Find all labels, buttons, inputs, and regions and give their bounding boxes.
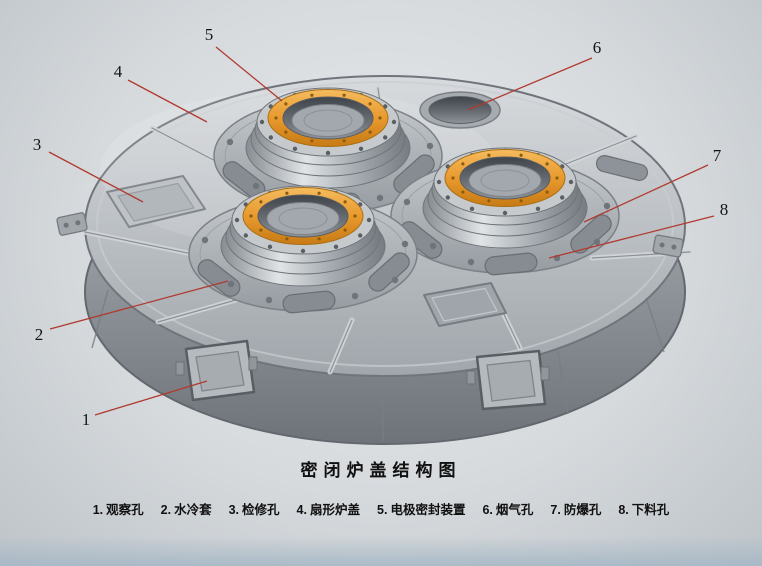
feed-hole-slot xyxy=(595,155,649,181)
legend-item-4-label: 扇形炉盖 xyxy=(309,503,360,517)
legend-item-7-number: 7. xyxy=(550,503,561,517)
rim-lug-right xyxy=(652,234,684,258)
legend-item-6-number: 6. xyxy=(482,503,493,517)
callout-3-number: 3 xyxy=(33,135,42,154)
callout-8-number: 8 xyxy=(720,200,729,219)
callout-4-number: 4 xyxy=(114,62,123,81)
callout-numbers: 1 2 3 4 5 6 7 8 xyxy=(33,25,729,429)
flue-gas-hole xyxy=(419,91,501,129)
inspection-hole-panel xyxy=(106,175,206,228)
callout-1-number: 1 xyxy=(82,410,91,429)
legend-item-5-number: 5. xyxy=(377,503,388,517)
rim-lug-left xyxy=(56,212,88,236)
legend-item-8-number: 8. xyxy=(618,503,629,517)
callout-7-number: 7 xyxy=(713,146,722,165)
callout-6-number: 6 xyxy=(593,38,602,57)
legend-item-4-number: 4. xyxy=(296,503,307,517)
legend-item-2-number: 2. xyxy=(160,503,172,517)
legend-item-6-label: 烟气孔 xyxy=(495,503,534,517)
square-cover-plate xyxy=(423,282,507,327)
legend-item-2-label: 水冷套 xyxy=(174,503,212,517)
callout-2-number: 2 xyxy=(35,325,44,344)
legend-item-1-label: 观察孔 xyxy=(106,503,144,517)
legend-item-5-label: 电极密封装置 xyxy=(390,503,466,517)
diagram-title: 密闭炉盖结构图 xyxy=(300,461,462,480)
observation-hatch-right xyxy=(466,349,550,411)
bottom-gradient-band xyxy=(0,536,762,566)
callout-5-number: 5 xyxy=(205,25,214,44)
legend-item-1-number: 1. xyxy=(92,503,104,517)
callout-leader-lines xyxy=(48,46,715,416)
legend-item-2: 2. 水冷套 xyxy=(161,499,212,518)
legend-item-4: 4. 扇形炉盖 xyxy=(297,499,360,518)
legend-item-8: 8. 下料孔 xyxy=(618,499,669,518)
legend-item-3-number: 3. xyxy=(228,503,240,517)
observation-hatch-left xyxy=(175,339,258,402)
legend-item-7-label: 防爆孔 xyxy=(563,503,602,517)
legend-item-1: 1. 观察孔 xyxy=(93,499,144,518)
legend-item-7: 7. 防爆孔 xyxy=(550,499,601,518)
legend-item-3: 3. 检修孔 xyxy=(229,499,280,518)
legend-item-6: 6. 烟气孔 xyxy=(482,499,533,518)
legend-item-3-label: 检修孔 xyxy=(242,503,280,517)
legend-item-5: 5. 电极密封装置 xyxy=(377,499,465,518)
legend-item-8-label: 下料孔 xyxy=(631,503,670,517)
legend: 1. 观察孔 2. 水冷套 3. 检修孔 4. 扇形炉盖 5. 电极密封装置 6… xyxy=(0,499,762,518)
